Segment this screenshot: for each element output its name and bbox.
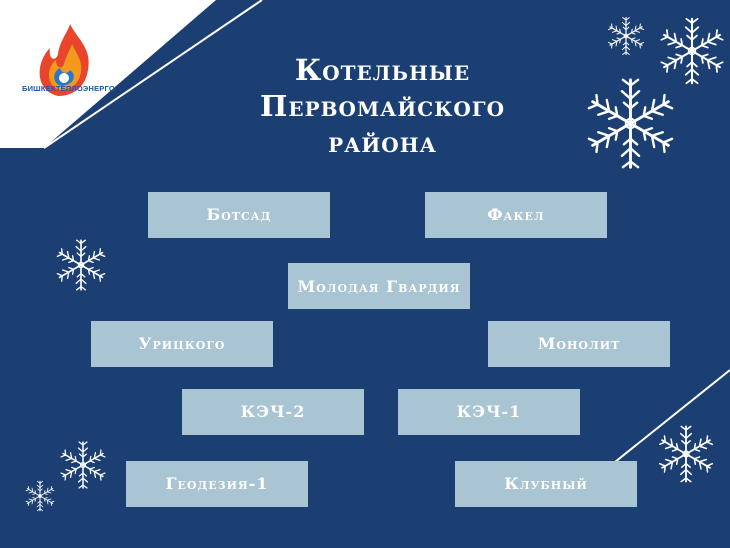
boiler-geodeziya-1: Геодезия-1 [126,461,308,507]
snowflake-icon [606,16,646,56]
snowflake-icon [656,424,716,484]
snowflake-icon [54,238,108,292]
logo-caption: БИШКЕКТЕПЛОЭНЕРГО [22,84,115,93]
boiler-kech-1: КЭЧ-1 [398,389,580,435]
page-title: Котельные Первомайского района [180,52,585,160]
snowflake-icon [583,76,678,171]
snowflake-icon [58,440,108,490]
boiler-uritskogo: Урицкого [91,321,273,367]
boiler-klubnyy: Клубный [455,461,637,507]
boiler-molodaya-gvardiya: Молодая Гвардия [288,263,470,309]
title-line-3: района [328,125,437,159]
boiler-monolit: Монолит [488,321,670,367]
boiler-fakel: Факел [425,192,607,238]
boiler-botsad: Ботсад [148,192,330,238]
title-line-2: Первомайского [259,89,506,123]
title-line-1: Котельные [294,53,471,87]
boiler-kech-2: КЭЧ-2 [182,389,364,435]
flame-logo-icon [39,24,89,96]
snowflake-icon [24,480,56,512]
